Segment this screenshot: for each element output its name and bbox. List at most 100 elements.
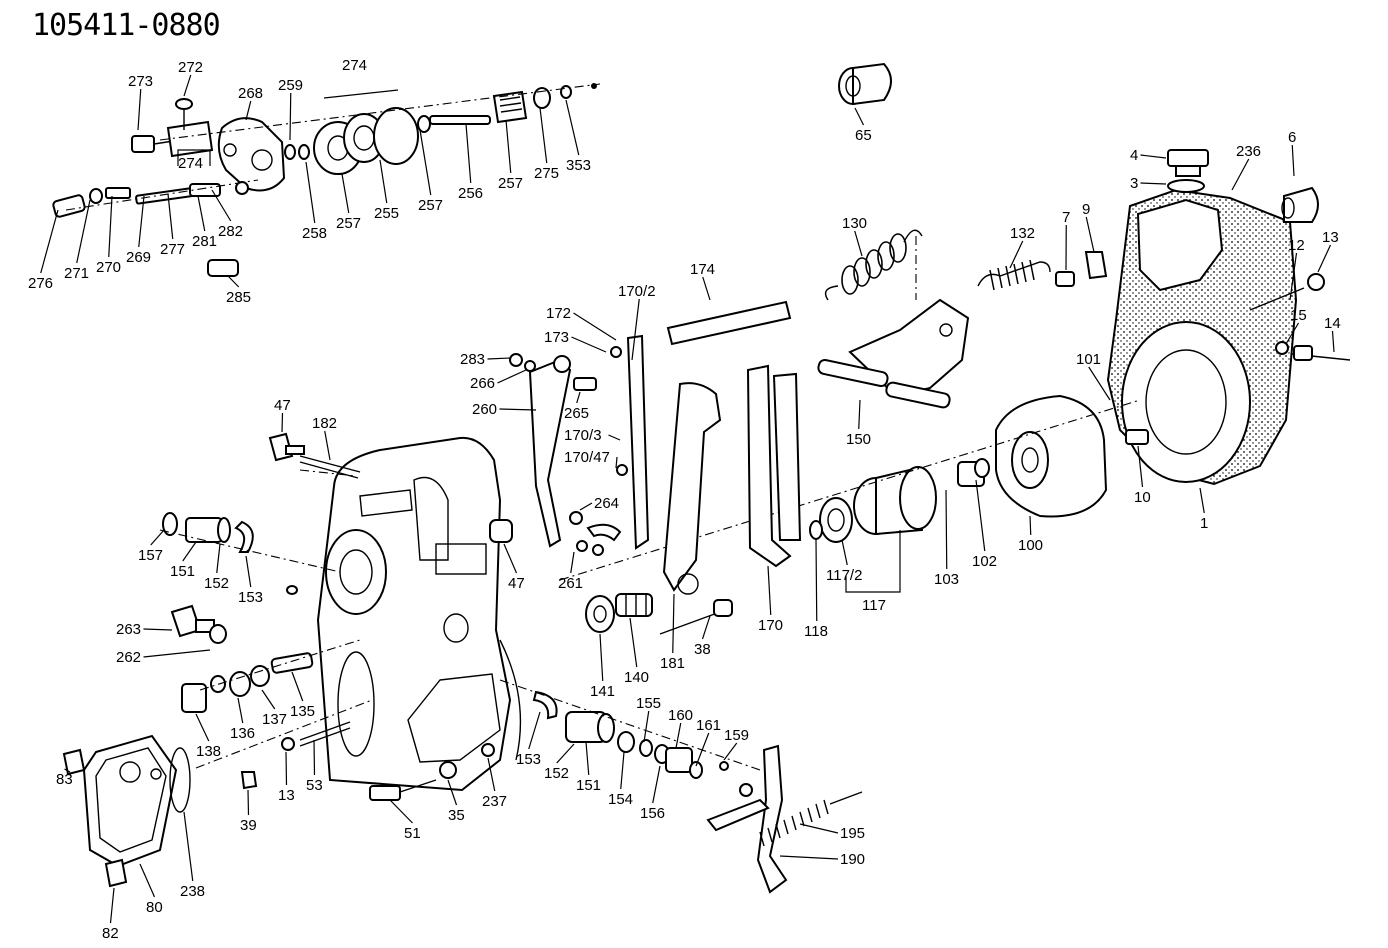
callout-260: 260	[472, 401, 497, 418]
callout-137: 137	[262, 711, 287, 728]
leader-line	[465, 123, 472, 184]
leader-line	[64, 768, 71, 773]
leader-line	[643, 710, 650, 743]
leader-lines	[40, 74, 1335, 924]
leader-line	[701, 615, 711, 640]
callout-35: 35	[448, 807, 465, 824]
callout-261: 261	[558, 575, 583, 592]
callout-160: 160	[668, 707, 693, 724]
callout-269: 269	[126, 249, 151, 266]
callout-276: 276	[28, 275, 53, 292]
nut-and-bolt-39-13-53	[195, 699, 373, 790]
leader-line	[503, 543, 518, 574]
callout-101: 101	[1076, 351, 1101, 368]
adjusting-lever-260	[509, 346, 628, 556]
side-seals-lower	[499, 679, 761, 779]
leader-line	[182, 541, 197, 562]
leader-line	[499, 408, 537, 411]
leader-line	[139, 863, 156, 898]
callout-259: 259	[278, 77, 303, 94]
callout-39: 39	[240, 817, 257, 834]
callout-152: 152	[544, 765, 569, 782]
callout-157: 157	[138, 547, 163, 564]
callout-53: 53	[306, 777, 323, 794]
floating-lever-170	[626, 300, 802, 595]
callout-47: 47	[508, 575, 525, 592]
callout-285: 285	[226, 289, 251, 306]
leader-line	[629, 617, 638, 668]
leader-line	[854, 107, 865, 126]
sleeve-65	[838, 62, 892, 106]
callout-102: 102	[972, 553, 997, 570]
callout-238: 238	[180, 883, 205, 900]
callout-135: 135	[290, 703, 315, 720]
leader-line	[620, 751, 625, 790]
leader-line	[631, 298, 640, 361]
leader-line	[305, 161, 316, 224]
callout-83: 83	[56, 771, 73, 788]
callout-181: 181	[660, 655, 685, 672]
leader-line	[599, 633, 604, 682]
leader-line	[245, 555, 252, 588]
leader-line	[556, 743, 575, 764]
callout-257: 257	[498, 175, 523, 192]
leader-line	[1085, 216, 1095, 253]
callout-273: 273	[128, 73, 153, 90]
callout-13: 13	[1322, 229, 1339, 246]
callout-152: 152	[204, 575, 229, 592]
callout-282: 282	[218, 223, 243, 240]
callout-190: 190	[840, 851, 865, 868]
callout-153: 153	[238, 589, 263, 606]
callout-117-2: 117/2	[826, 567, 862, 584]
callout-117: 117	[862, 597, 886, 614]
leader-line	[216, 543, 221, 574]
leader-line	[1199, 487, 1205, 514]
leader-line	[505, 119, 512, 174]
leader-line	[672, 593, 675, 654]
leader-line	[615, 456, 618, 469]
side-seals-upper	[159, 512, 341, 595]
callout-15: 15	[1290, 307, 1307, 324]
control-lever-190	[706, 744, 863, 894]
callout-150: 150	[846, 431, 871, 448]
callout-103: 103	[934, 571, 959, 588]
callout-236: 236	[1236, 143, 1261, 160]
diagram-title: 105411-0880	[32, 8, 221, 43]
leader-line	[1331, 330, 1335, 353]
leader-line	[137, 88, 142, 131]
callout-268: 268	[238, 85, 263, 102]
callout-82: 82	[102, 925, 119, 942]
leader-line	[195, 713, 210, 742]
leader-line	[324, 430, 331, 461]
callout-138: 138	[196, 743, 221, 760]
leader-line	[40, 209, 59, 274]
leader-line	[143, 628, 173, 631]
leader-line	[570, 551, 575, 574]
callout-7: 7	[1062, 209, 1070, 226]
callout-9: 9	[1082, 201, 1090, 218]
callout-262: 262	[116, 649, 141, 666]
callout-266: 266	[470, 375, 495, 392]
leader-line	[291, 671, 304, 702]
callout-195: 195	[840, 825, 865, 842]
callout-283: 283	[460, 351, 485, 368]
callout-174: 174	[690, 261, 715, 278]
leader-line	[528, 711, 541, 750]
leader-line	[497, 369, 527, 384]
leader-line	[313, 739, 316, 776]
leader-line	[379, 159, 388, 204]
callout-38: 38	[694, 641, 711, 658]
leader-line	[108, 195, 113, 258]
callout-257: 257	[418, 197, 443, 214]
spring-and-bracket-132	[977, 251, 1108, 291]
callout-130: 130	[842, 215, 867, 232]
callout-100: 100	[1018, 537, 1043, 554]
leader-line	[167, 193, 174, 240]
leader-line	[975, 479, 986, 552]
leader-line	[1009, 240, 1024, 269]
callout-161: 161	[696, 717, 721, 734]
callout-263: 263	[116, 621, 141, 638]
callout-1: 1	[1200, 515, 1208, 532]
callout-14: 14	[1324, 315, 1341, 332]
